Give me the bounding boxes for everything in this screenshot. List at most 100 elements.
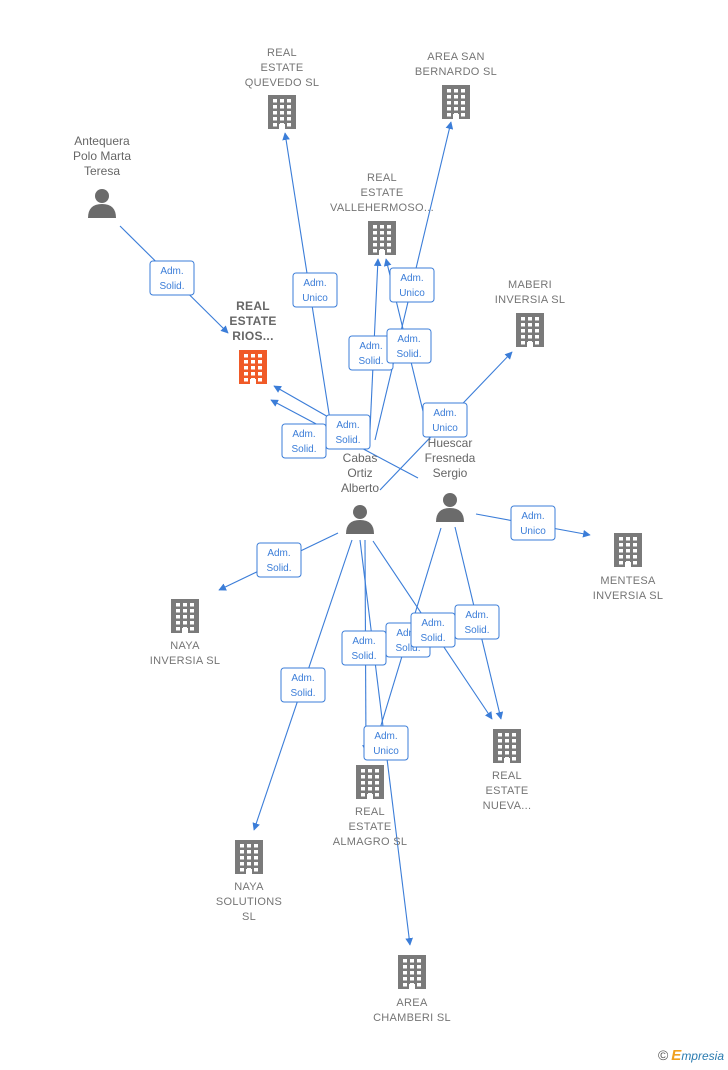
node-rios[interactable]: REALESTATERIOS...	[229, 299, 276, 384]
node-label-line: INVERSIA SL	[150, 655, 221, 667]
node-label-line: ALMAGRO SL	[333, 836, 408, 848]
edge-label-box[interactable]: Adm. Unico	[422, 402, 468, 438]
edge-label-box[interactable]: Adm. Solid.	[410, 612, 456, 648]
edge-label-text: Unico	[302, 293, 328, 304]
node-nayasol[interactable]: NAYA SOLUTIONS SL	[216, 840, 282, 923]
building-icon	[614, 533, 642, 567]
node-label-line: RIOS...	[232, 329, 273, 343]
node-nueva[interactable]: REALESTATENUEVA...	[483, 729, 532, 812]
edge-label-text: Adm.	[397, 334, 420, 345]
node-label-line: Polo Marta	[73, 149, 131, 163]
building-icon	[235, 840, 263, 874]
edge-label-text: Adm.	[292, 429, 315, 440]
edge-label-box[interactable]: Adm. Solid.	[280, 667, 326, 703]
edge-label-text: Solid.	[351, 651, 376, 662]
node-label-line: ESTATE	[261, 62, 304, 74]
edge-label-text: Unico	[520, 526, 546, 537]
edge-label-box[interactable]: Adm. Solid.	[341, 630, 387, 666]
node-label-line: SOLUTIONS	[216, 896, 282, 908]
edge-label-text: Adm.	[267, 548, 290, 559]
edge-label-text: Solid.	[266, 563, 291, 574]
building-icon	[239, 350, 267, 384]
person-icon	[88, 189, 116, 218]
edge-label-text: Adm.	[374, 731, 397, 742]
edge-label-box[interactable]: Adm. Solid.	[281, 423, 327, 459]
edge-label-box[interactable]: Adm.Solid.	[386, 328, 432, 364]
node-label-line: REAL	[267, 47, 297, 59]
empresia-watermark[interactable]: ©Empresia	[658, 1047, 724, 1064]
building-icon	[368, 221, 396, 255]
node-label-line: ESTATE	[361, 187, 404, 199]
empresia-logo-text: mpresia	[681, 1049, 724, 1063]
edge-label-text: Unico	[432, 423, 458, 434]
edge-label-text: Adm.	[433, 408, 456, 419]
edge-label-text: Solid.	[335, 435, 360, 446]
node-almagro[interactable]: REAL ESTATE ALMAGRO SL	[333, 765, 408, 848]
edge-labels-layer: Adm.Solid.Adm.UnicoAdm.UnicoAdm.Solid.Ad…	[149, 260, 556, 761]
node-label-line: ESTATE	[229, 314, 276, 328]
node-maberi[interactable]: MABERI INVERSIA SL	[495, 279, 566, 347]
edge-label-text: Solid.	[420, 633, 445, 644]
building-icon	[356, 765, 384, 799]
node-label-line: SL	[242, 911, 256, 923]
node-label-line: REAL	[355, 806, 385, 818]
node-label-line: Teresa	[84, 164, 120, 178]
edge-label-box[interactable]: Adm.Solid.	[454, 604, 500, 640]
edge-label-text: Solid.	[290, 688, 315, 699]
person-icon	[436, 493, 464, 522]
edge-label-box[interactable]: Adm. Solid.	[256, 542, 302, 578]
edge-label-box[interactable]: Adm.Solid.	[325, 414, 371, 450]
edge-label-box[interactable]: Adm.Unico	[389, 267, 435, 303]
edge-label-text: Adm.	[521, 511, 544, 522]
node-label-line: Fresneda	[425, 451, 476, 465]
building-icon	[268, 95, 296, 129]
node-label-line: VALLEHERMOSO...	[330, 202, 434, 214]
node-label-line: CHAMBERI SL	[373, 1012, 451, 1024]
node-label-line: BERNARDO SL	[415, 66, 497, 78]
node-label-line: INVERSIA SL	[593, 590, 664, 602]
copyright-icon: ©	[657, 1047, 669, 1063]
node-label-line: QUEVEDO SL	[245, 77, 320, 89]
edge-label-text: Adm.	[352, 636, 375, 647]
edge-label-text: Adm.	[421, 618, 444, 629]
node-label-line: Alberto	[341, 481, 379, 495]
node-label-line: ESTATE	[349, 821, 392, 833]
edge-label-box[interactable]: Adm. Unico	[510, 505, 556, 541]
node-label-line: ESTATE	[486, 785, 529, 797]
node-label-line: NAYA	[234, 881, 264, 893]
node-label-line: INVERSIA SL	[495, 294, 566, 306]
edge-label-text: Adm.	[291, 673, 314, 684]
node-label-line: REAL	[492, 770, 522, 782]
edge-label-text: Adm.	[396, 628, 419, 639]
node-label-line: MABERI	[508, 279, 552, 291]
node-label-line: REAL	[236, 299, 270, 313]
edge-label-text: Solid.	[358, 356, 383, 367]
building-icon	[171, 599, 199, 633]
edge-label-box[interactable]: Adm. Unico	[292, 272, 338, 308]
person-icon	[346, 505, 374, 534]
edge-label-text: Adm.	[465, 610, 488, 621]
edge-cabas-to-rios	[273, 385, 331, 419]
node-chamberi[interactable]: AREA CHAMBERI SL	[373, 955, 451, 1024]
node-quevedo[interactable]: REAL ESTATE QUEVEDO SL	[245, 47, 320, 129]
node-valleh[interactable]: REALESTATEVALLEHERMOSO...	[330, 172, 434, 255]
edge-label-box[interactable]: Adm. Solid.	[348, 335, 394, 371]
edge-label-box[interactable]: Adm.Unico	[363, 725, 409, 761]
edge-label-text: Solid.	[395, 643, 420, 654]
edge-label-text: Adm.	[160, 266, 183, 277]
edge-label-text: Solid.	[291, 444, 316, 455]
node-label-line: Huescar	[428, 436, 473, 450]
node-label-line: AREA	[396, 997, 428, 1009]
edge-label-box[interactable]: Adm. Solid.	[149, 260, 195, 296]
edge-label-text: Solid.	[159, 281, 184, 292]
edge-label-text: Adm.	[359, 341, 382, 352]
edge-label-text: Adm.	[303, 278, 326, 289]
